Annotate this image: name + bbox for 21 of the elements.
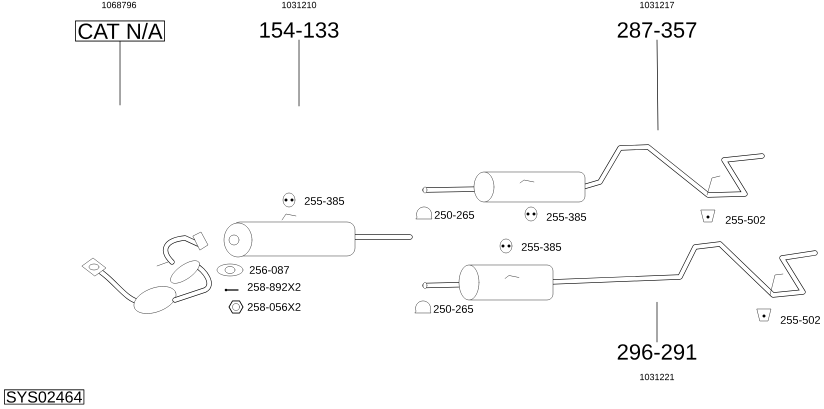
reference-number: 1031221 bbox=[640, 374, 674, 380]
part-number: 154-133 bbox=[260, 22, 338, 38]
part-number: 255-385 bbox=[522, 243, 562, 251]
reference-number: 1031210 bbox=[282, 2, 316, 8]
part-number: 258-892X2 bbox=[248, 283, 300, 291]
part-number: 256-087 bbox=[250, 266, 290, 274]
part-number: 255-502 bbox=[726, 216, 765, 224]
part-number: 287-357 bbox=[618, 22, 696, 38]
reference-number: 1031217 bbox=[640, 2, 674, 8]
part-number: 255-385 bbox=[546, 213, 586, 221]
part-number: 296-291 bbox=[618, 344, 696, 360]
reference-number: 1068796 bbox=[102, 2, 136, 8]
part-number-box: CAT N/A bbox=[75, 20, 165, 42]
part-number: 250-265 bbox=[434, 211, 474, 219]
part-number: 255-385 bbox=[304, 197, 344, 205]
part-number: 258-056X2 bbox=[248, 303, 300, 311]
leader-line bbox=[298, 40, 300, 106]
part-number: 255-502 bbox=[780, 316, 820, 324]
system-code-box: SYS02464 bbox=[4, 389, 84, 405]
leader-line bbox=[656, 40, 658, 130]
leader-line bbox=[656, 302, 658, 342]
